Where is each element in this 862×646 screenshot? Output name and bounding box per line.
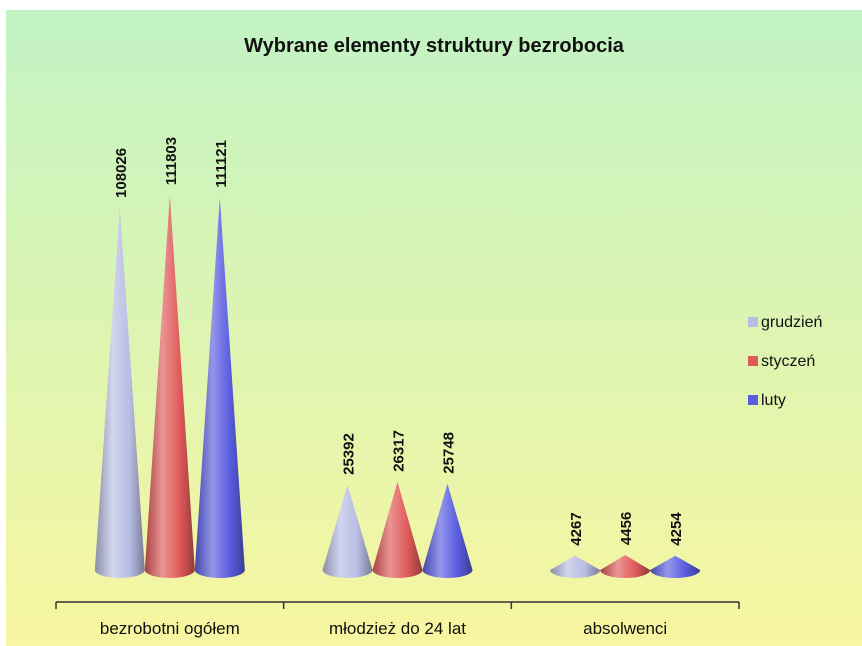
legend-label-3: luty [761, 392, 786, 409]
cone-graduates-3 [650, 555, 701, 578]
value-labels-layer: 108026 111803 111121 25392 26317 25748 4267 445… [113, 137, 685, 546]
chart-title: Wybrane elementy struktury bezrobocia [244, 35, 625, 57]
cone-total-3 [194, 197, 245, 578]
x-axis-ticks [55, 602, 740, 609]
cone-youth-2 [372, 481, 423, 578]
legend-label-2: styczeń [761, 353, 815, 370]
value-label-graduates-3: 4254 [668, 512, 685, 546]
value-label-total-2: 111803 [163, 137, 180, 185]
legend: grudzień styczeń luty [748, 314, 822, 409]
category-labels-layer: bezrobotni ogółem młodzież do 24 lat absol… [100, 619, 667, 638]
chart-svg: Wybrane elementy struktury bezrobocia 10… [6, 10, 862, 646]
category-label-youth: młodzież do 24 lat [329, 619, 466, 638]
cone-graduates-2 [600, 555, 651, 578]
legend-swatch-3 [748, 395, 758, 405]
value-label-graduates-2: 4456 [618, 512, 635, 545]
cone-total-2 [144, 195, 195, 578]
chart-frame: Wybrane elementy struktury bezrobocia 10… [6, 10, 862, 646]
value-label-graduates-1: 4267 [568, 512, 585, 545]
value-label-youth-3: 25748 [441, 432, 458, 474]
legend-label-1: grudzień [761, 314, 822, 331]
legend-swatch-1 [748, 317, 758, 327]
category-label-total: bezrobotni ogółem [100, 619, 240, 638]
legend-swatch-2 [748, 356, 758, 366]
cone-youth-3 [422, 483, 473, 578]
value-label-total-3: 111121 [213, 140, 230, 188]
cones-layer [94, 195, 701, 578]
cone-total-1 [94, 207, 145, 578]
category-label-graduates: absolwenci [583, 619, 667, 638]
value-label-youth-2: 26317 [391, 430, 408, 472]
cone-youth-1 [322, 484, 373, 578]
value-label-total-1: 108026 [113, 148, 130, 198]
value-label-youth-1: 25392 [341, 433, 358, 475]
cone-graduates-1 [550, 555, 601, 578]
